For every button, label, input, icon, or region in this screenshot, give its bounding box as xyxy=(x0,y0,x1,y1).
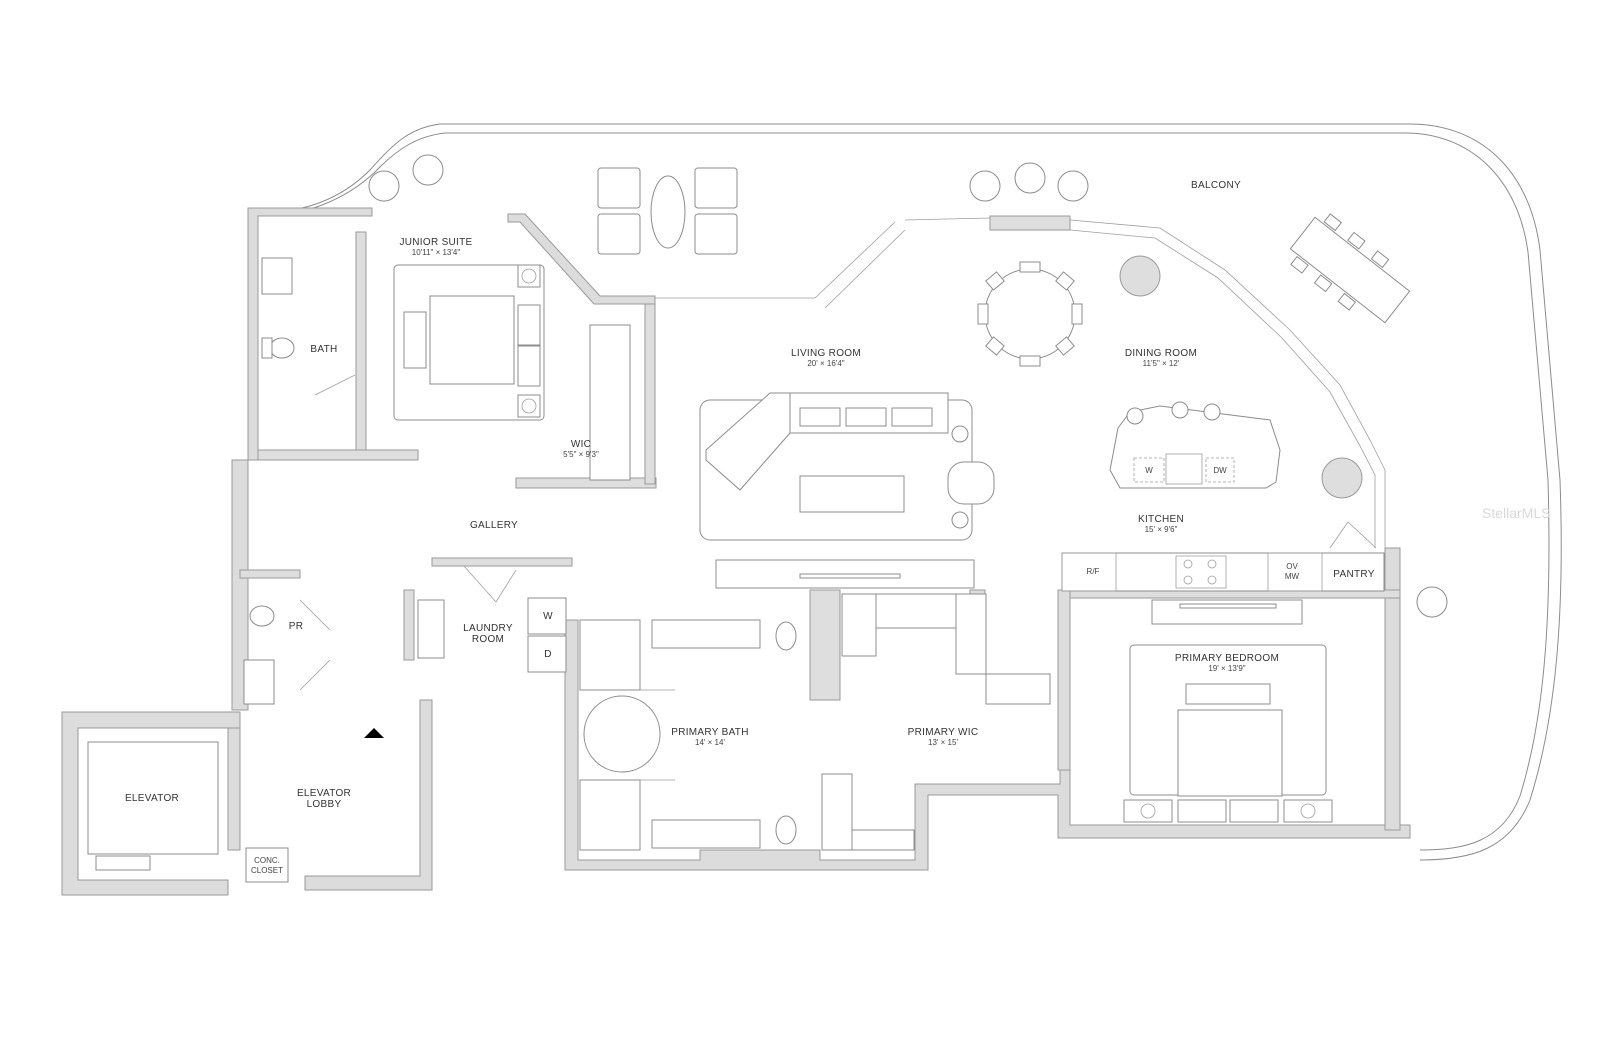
junior-suite-dims: 10'11" × 13'4" xyxy=(412,248,461,257)
elevator-label: ELEVATOR xyxy=(125,793,179,804)
elevator-lobby-label-1: ELEVATOR xyxy=(297,788,351,799)
dining-furniture xyxy=(977,255,1363,499)
primary-wic-dims: 13' × 15' xyxy=(928,738,958,747)
dishwasher-label: DW xyxy=(1213,466,1227,475)
laundry-room-label-2: ROOM xyxy=(472,634,504,645)
living-room-label: LIVING ROOM xyxy=(791,348,861,359)
conc-closet-label-1: CONC. xyxy=(254,856,280,865)
elevator-shaft xyxy=(87,728,384,883)
exterior-walls xyxy=(61,207,1411,896)
dryer-label: D xyxy=(544,649,552,660)
bath-label: BATH xyxy=(310,344,337,355)
gallery-label: GALLERY xyxy=(470,520,518,531)
laundry-fixtures xyxy=(417,565,567,673)
kitchen-dims: 15' × 9'6" xyxy=(1145,525,1178,534)
living-room-dims: 20' × 16'4" xyxy=(807,359,844,368)
junior-suite-furniture xyxy=(393,264,631,481)
washer-label: W xyxy=(543,611,553,622)
island-washer-label: W xyxy=(1145,466,1153,475)
primary-bedroom-furniture xyxy=(1123,599,1333,823)
kitchen-label: KITCHEN xyxy=(1138,514,1184,525)
wic-dims: 5'5" × 9'3" xyxy=(563,450,599,459)
balcony-outline xyxy=(249,123,1562,861)
primary-bath-fixtures xyxy=(579,619,797,851)
primary-wic-fixtures xyxy=(821,593,1051,851)
watermark: StellarMLS xyxy=(1482,505,1550,521)
interior-walls xyxy=(239,231,1401,771)
pr-label: PR xyxy=(289,621,304,632)
balcony-label: BALCONY xyxy=(1191,180,1241,191)
conc-closet-label-2: CLOSET xyxy=(251,866,283,875)
dining-room-dims: 11'5" × 12' xyxy=(1143,359,1180,368)
elevator-lobby-label-2: LOBBY xyxy=(307,799,342,810)
pr-fixtures xyxy=(243,599,331,705)
window-walls xyxy=(655,215,1386,548)
wic-label: WIC xyxy=(571,439,591,450)
laundry-room-label-1: LAUNDRY xyxy=(463,623,513,634)
primary-bedroom-dims: 19' × 13'9" xyxy=(1208,664,1245,673)
oven-label-2: MW xyxy=(1285,572,1300,581)
primary-bath-label: PRIMARY BATH xyxy=(671,727,749,738)
dining-room-label: DINING ROOM xyxy=(1125,348,1197,359)
primary-bedroom-label: PRIMARY BEDROOM xyxy=(1175,653,1279,664)
refrigerator-label: R/F xyxy=(1087,567,1100,576)
oven-label-1: OV xyxy=(1286,562,1298,571)
kitchen-fixtures xyxy=(1061,401,1385,592)
junior-suite-label: JUNIOR SUITE xyxy=(399,237,472,248)
balcony-furniture xyxy=(368,154,1448,618)
entry-arrow-icon xyxy=(364,728,384,738)
living-room-furniture xyxy=(699,392,995,589)
primary-wic-label: PRIMARY WIC xyxy=(908,727,979,738)
primary-bath-dims: 14' × 14' xyxy=(695,738,725,747)
pantry-label: PANTRY xyxy=(1333,569,1374,580)
bath-fixtures xyxy=(261,257,356,396)
